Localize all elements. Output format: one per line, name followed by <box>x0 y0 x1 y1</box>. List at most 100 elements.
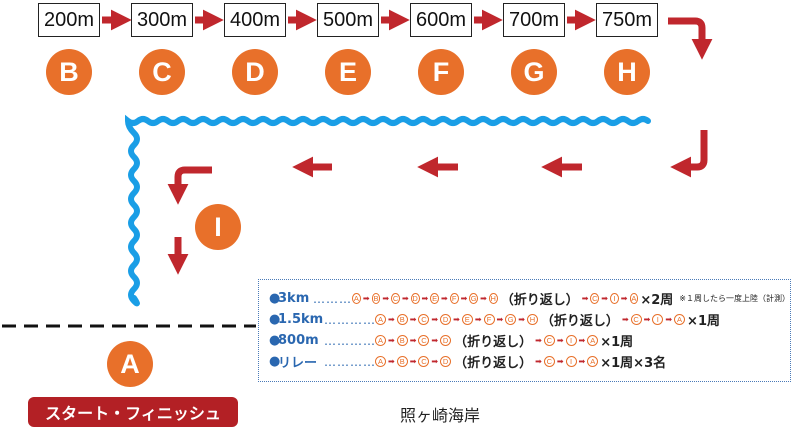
route-name: リレー <box>278 356 318 371</box>
point-b: B <box>46 49 92 95</box>
checkpoint-circle: A <box>587 356 599 367</box>
checkpoint-circle: C <box>418 356 430 367</box>
checkpoint-circle: A <box>375 335 386 346</box>
distance-box-400m: 400m <box>224 3 286 37</box>
lap-count: ×2周 <box>640 293 674 308</box>
checkpoint-circle: I <box>609 293 619 304</box>
checkpoint-circle: A <box>375 314 386 325</box>
red-arrow-icon: ➡ <box>480 294 487 303</box>
checkpoint-circle: H <box>526 314 538 325</box>
red-arrow-icon: ➡ <box>601 294 608 303</box>
bullet-icon: ● <box>269 312 281 327</box>
checkpoint-circle: C <box>543 335 555 346</box>
wavy-water-line <box>124 114 651 307</box>
red-arrow-icon: ➡ <box>421 294 429 303</box>
distance-box-700m: 700m <box>503 3 565 37</box>
turnaround-label: （折り返し） <box>540 314 619 329</box>
point-d: D <box>232 49 278 95</box>
checkpoint-circle: D <box>440 356 452 367</box>
checkpoint-circle: I <box>565 356 577 367</box>
checkpoint-circle: B <box>371 293 381 304</box>
red-arrow-icon: ➡ <box>441 294 448 303</box>
lap-count: ×1周 <box>687 314 720 329</box>
red-arrow-icon: ➡ <box>556 357 564 366</box>
leader-dots: ………… <box>324 333 374 348</box>
red-arrow-icon: ➡ <box>431 357 439 366</box>
turnaround-label: （折り返し） <box>454 356 533 371</box>
distance-box-500m: 500m <box>317 3 379 37</box>
checkpoint-circle: F <box>483 314 495 325</box>
shore-name-label: 照ヶ崎海岸 <box>399 406 480 425</box>
route-name: 3km <box>278 291 310 306</box>
red-arrow-icon: ➡ <box>535 336 542 345</box>
red-arrow-icon: ➡ <box>578 336 586 345</box>
bullet-icon: ● <box>269 333 281 348</box>
route-name: 1.5km <box>278 312 324 327</box>
red-arrow-icon: ➡ <box>409 315 417 324</box>
red-arrow-icon: ➡ <box>409 336 417 345</box>
route-row: ●1.5km…………A➡B➡C➡D➡E➡F➡G➡H（折り返し）➡C➡I➡A×1周 <box>269 309 790 330</box>
red-arrow-icon: ➡ <box>518 315 525 324</box>
checkpoint-circle: I <box>652 314 664 325</box>
checkpoint-circle: A <box>352 293 361 304</box>
point-e: E <box>325 49 371 95</box>
point-i: I <box>195 204 241 250</box>
checkpoint-circle: C <box>418 335 430 346</box>
checkpoint-circle: E <box>430 293 440 304</box>
red-arrow-icon: ➡ <box>431 336 439 345</box>
red-arrow-icon: ➡ <box>535 357 542 366</box>
checkpoint-circle: E <box>461 314 473 325</box>
bullet-icon: ● <box>269 291 281 306</box>
checkpoint-circle: C <box>391 293 400 304</box>
red-arrow-icon: ➡ <box>496 315 504 324</box>
route-name: 800m <box>278 333 319 348</box>
route-legend: ●3km…………A➡B➡C➡D➡E➡F➡G➡H（折り返し）➡C➡I➡A×2周※１… <box>258 279 791 382</box>
checkpoint-circle: G <box>505 314 517 325</box>
red-arrow-icon: ➡ <box>556 336 564 345</box>
red-arrow-icon: ➡ <box>453 315 460 324</box>
turn-left-arrow-icon <box>670 130 708 178</box>
red-arrow-icon: ➡ <box>388 357 395 366</box>
red-arrow-icon: ➡ <box>474 315 482 324</box>
route-row: ●800m…………A➡B➡C➡D（折り返し）➡C➡I➡A×1周 <box>269 330 790 351</box>
checkpoint-circle: F <box>449 293 459 304</box>
checkpoint-circle: B <box>396 314 408 325</box>
checkpoint-circle: I <box>565 335 577 346</box>
checkpoint-circle: D <box>440 314 452 325</box>
route-row: ●リレー…………A➡B➡C➡D（折り返し）➡C➡I➡A×1周×3名 <box>269 351 790 372</box>
red-arrow-icon: ➡ <box>388 336 395 345</box>
turn-down-left-arrow-icon <box>167 166 212 205</box>
turnaround-label: （折り返し） <box>454 335 533 350</box>
red-arrow-icon: ➡ <box>665 315 673 324</box>
red-arrow-icon: ➡ <box>643 315 651 324</box>
checkpoint-circle: B <box>396 335 408 346</box>
distance-box-750m: 750m <box>596 3 658 37</box>
checkpoint-circle: A <box>674 314 686 325</box>
red-arrow-icon: ➡ <box>382 294 390 303</box>
checkpoint-circle: D <box>410 293 420 304</box>
checkpoint-circle: C <box>418 314 430 325</box>
lap-count: ×1周 <box>600 335 634 350</box>
point-g: G <box>511 49 557 95</box>
turnaround-label: （折り返し） <box>500 293 579 308</box>
red-arrow-icon: ➡ <box>431 315 439 324</box>
red-arrow-icon: ➡ <box>578 357 586 366</box>
red-arrow-icon: ➡ <box>409 357 417 366</box>
red-arrow-icon: ➡ <box>581 294 589 303</box>
distance-box-600m: 600m <box>410 3 472 37</box>
checkpoint-circle: C <box>543 356 555 367</box>
turn-down-arrow-icon <box>668 17 713 60</box>
start-finish-label: スタート・フィニッシュ <box>28 397 238 427</box>
checkpoint-circle: H <box>488 293 498 304</box>
red-arrow-icon: ➡ <box>401 294 409 303</box>
point-h: H <box>604 49 650 95</box>
checkpoint-circle: C <box>590 293 600 304</box>
red-arrow-icon: ➡ <box>620 294 628 303</box>
point-f: F <box>418 49 464 95</box>
bullet-icon: ● <box>269 354 281 369</box>
route-row: ●3km…………A➡B➡C➡D➡E➡F➡G➡H（折り返し）➡C➡I➡A×2周※１… <box>269 288 790 309</box>
red-arrow-icon: ➡ <box>621 315 629 324</box>
point-a: A <box>107 341 153 387</box>
checkpoint-circle: A <box>587 335 599 346</box>
